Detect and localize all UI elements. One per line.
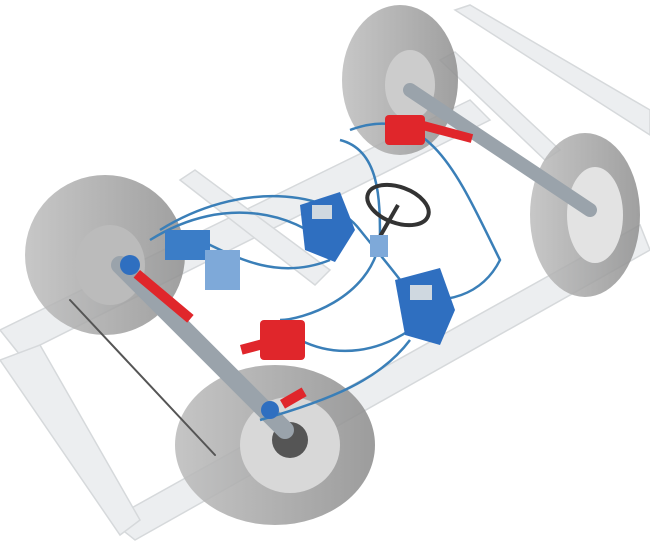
axles (69, 83, 597, 456)
steering-wheel-icon (365, 182, 431, 257)
blue-hydraulic-units (120, 192, 455, 419)
red-actuators (133, 115, 474, 409)
